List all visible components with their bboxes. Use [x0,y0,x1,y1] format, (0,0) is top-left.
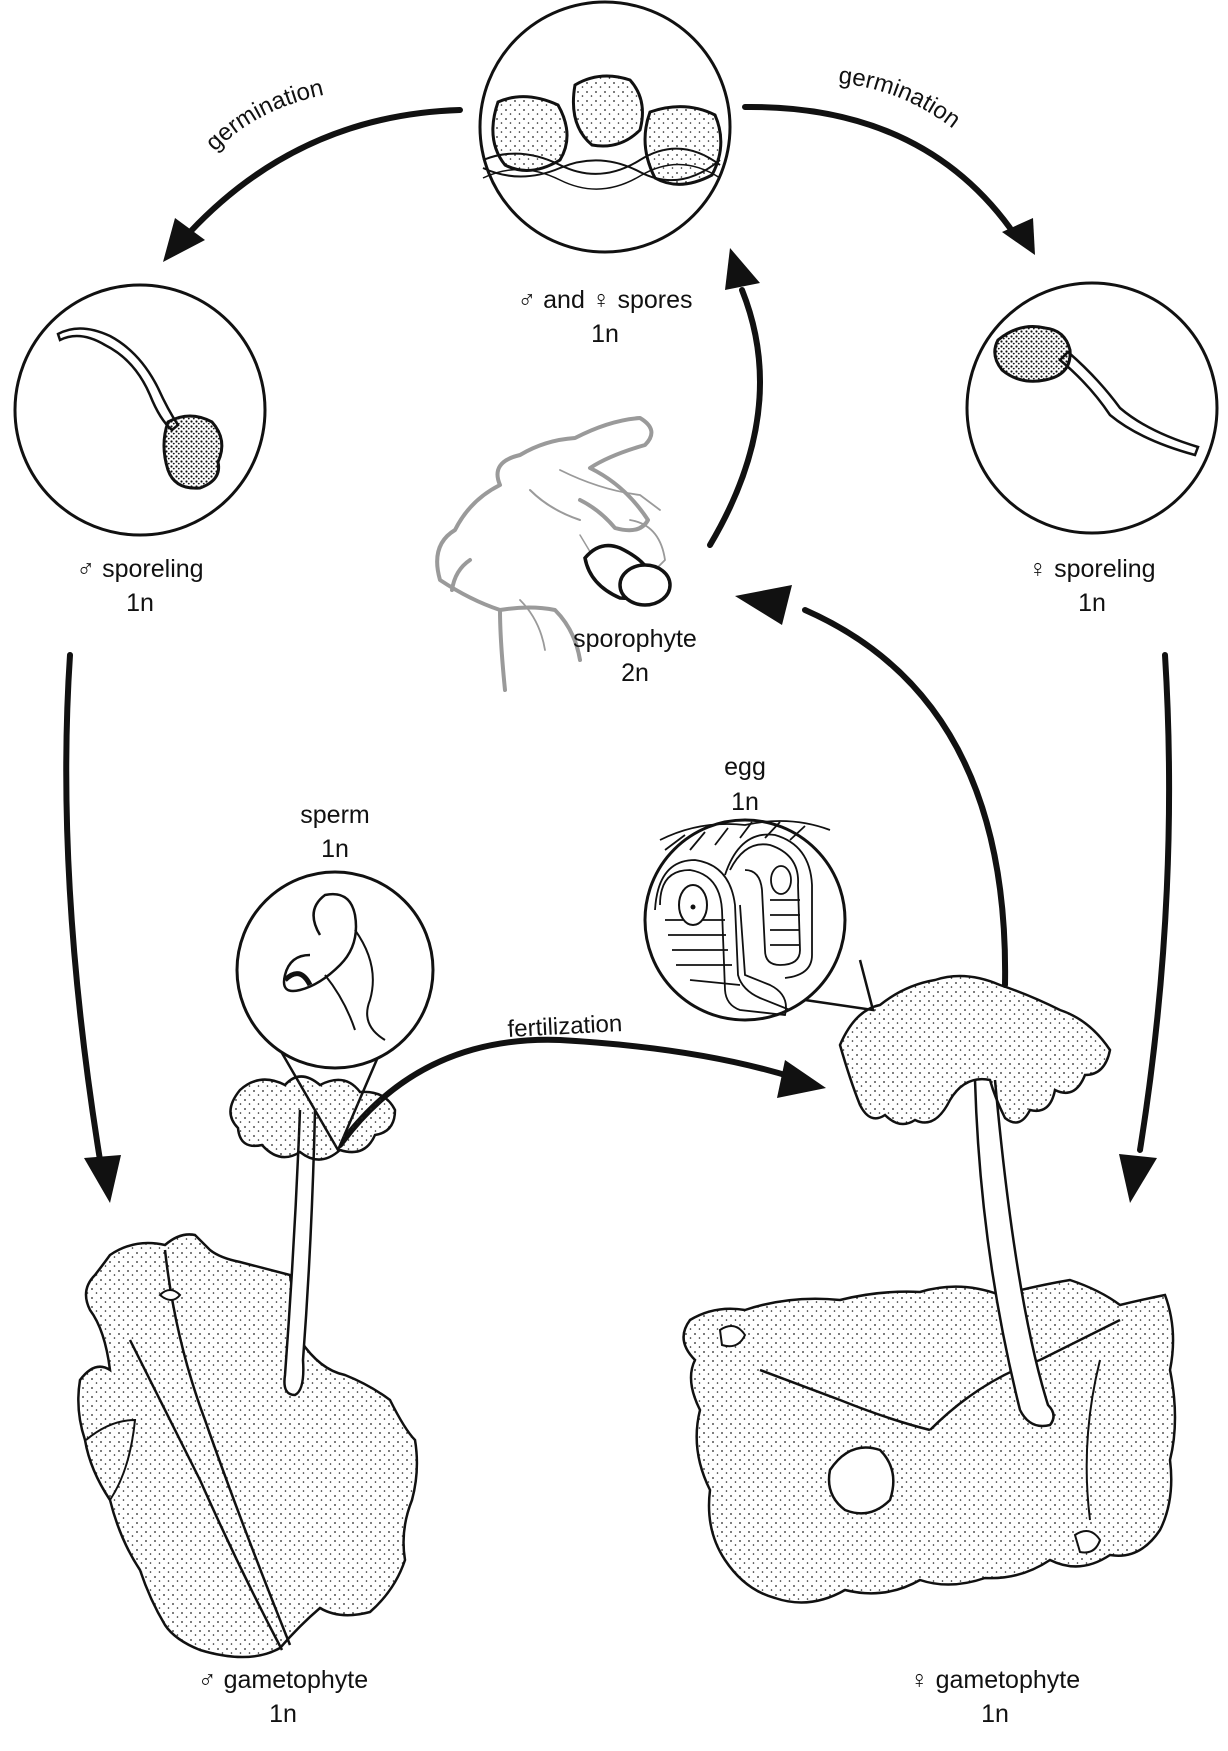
male-gametophyte-illustration [78,1077,417,1658]
arrowhead-female-gametophyte [1119,1154,1157,1203]
sporophyte-capsule [585,546,670,605]
arrowhead-male-gametophyte [84,1155,121,1203]
arrow-male-sporeling-to-gametophyte [66,655,100,1160]
spores-illustration [480,2,730,252]
female-gametophyte-ploidy: 1n [981,1700,1009,1728]
arrow-fertilization [340,1040,795,1145]
sperm-ploidy: 1n [321,835,349,863]
arrow-female-sporeling-to-gametophyte [1140,655,1169,1150]
sporophyte-ploidy: 2n [621,659,649,687]
spores-ploidy: 1n [591,320,619,348]
arrowhead-fertilization [777,1060,826,1098]
female-gametophyte-label: ♀ gametophyte [910,1666,1080,1694]
egg-illustration [645,820,873,1020]
spores-label: ♂ and ♀ spores [517,286,692,314]
egg-label: egg [724,753,766,781]
spore-right [645,107,721,185]
sporophyte-label: sporophyte [573,625,697,653]
male-sporeling-label: ♂ sporeling [76,555,203,583]
sperm-label: sperm [300,801,369,829]
fertilization-label: fertilization [507,1010,623,1043]
arrow-spores-to-female-sporeling [745,107,1010,228]
egg-ploidy: 1n [731,788,759,816]
spore-middle [573,76,642,146]
male-gametophyte-ploidy: 1n [269,1700,297,1728]
female-sporeling-label: ♀ sporeling [1028,555,1155,583]
spore-left [493,97,567,171]
male-gametophyte-label: ♂ gametophyte [198,1666,368,1694]
arrow-spores-to-male-sporeling [190,110,460,232]
arrow-sporophyte-to-spores [710,290,760,545]
male-sporeling-ploidy: 1n [126,589,154,617]
arrowhead-spores [725,248,760,290]
female-sporeling-illustration [967,283,1217,533]
male-sporeling-illustration [15,285,265,535]
female-sporeling-ploidy: 1n [1078,589,1106,617]
arrowhead-sporophyte [735,585,792,625]
